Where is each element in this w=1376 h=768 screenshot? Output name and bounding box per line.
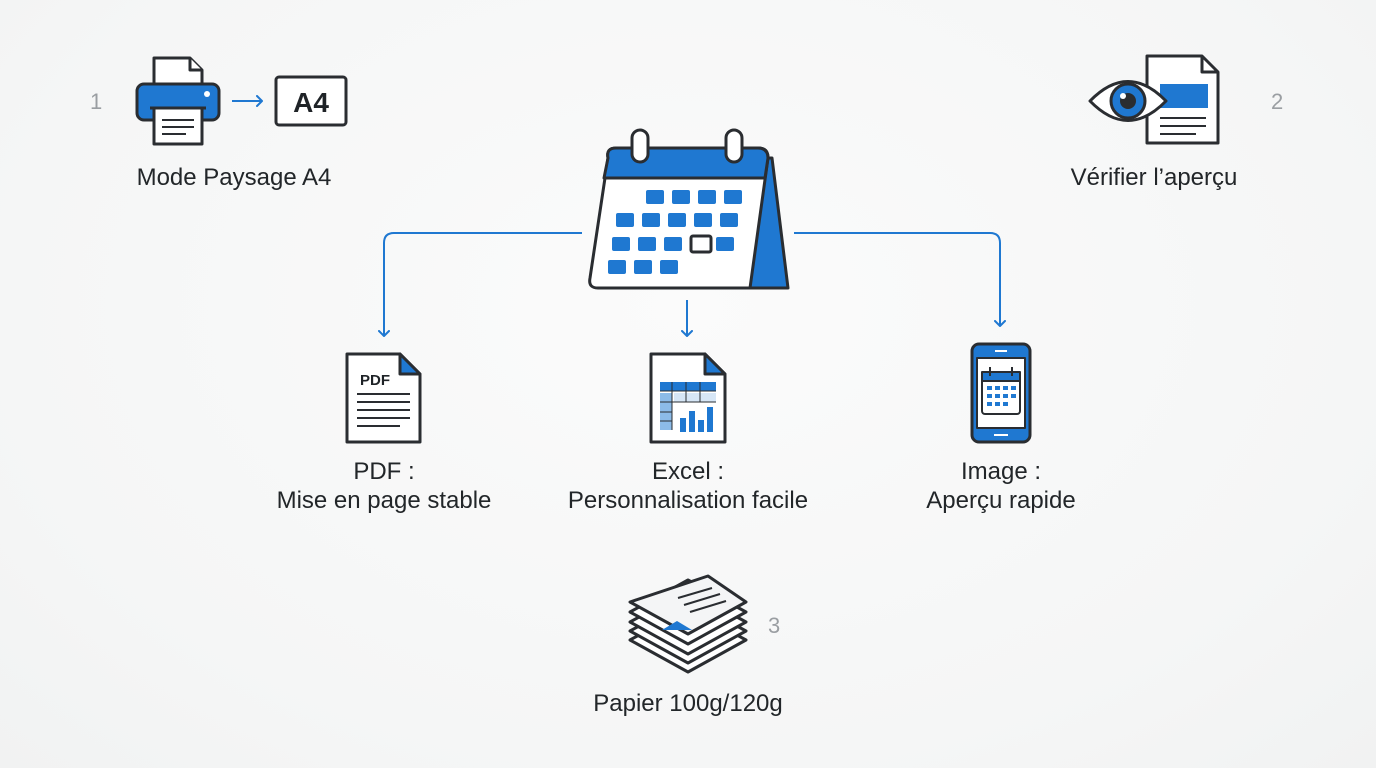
pdf-format-description: Mise en page stable [276, 487, 492, 514]
eye-icon [1088, 54, 1220, 145]
step-number-3: 3 [768, 613, 781, 638]
printer-icon [135, 56, 221, 146]
connector-arrows [232, 95, 1006, 337]
image-format-title: Image : [960, 458, 1042, 485]
excel-format-label: Excel : Personnalisation facile [538, 457, 838, 515]
excel-format-description: Personnalisation facile [567, 487, 809, 514]
step-number-2: 2 [1271, 89, 1284, 114]
calendar-icon [588, 128, 790, 290]
paper-size-badge-text: A4 [293, 87, 329, 118]
pdf-format-label: PDF : Mise en page stable [244, 457, 524, 515]
connector-to-pdf [378, 232, 582, 337]
pdf-file-icon [345, 352, 422, 444]
spreadsheet-file-icon [649, 352, 727, 444]
image-format-description: Aperçu rapide [926, 487, 1076, 514]
excel-format-title: Excel : [651, 458, 725, 485]
phone-calendar-icon [970, 342, 1032, 444]
step-number-1: 1 [90, 89, 103, 114]
paper-size-badge [274, 75, 348, 127]
connector-to-image [794, 232, 1006, 327]
paper-label: Papier 100g/120g [593, 690, 783, 717]
paper-stack-icon [628, 574, 748, 674]
calendar-day-grid [608, 190, 742, 274]
orientation-label: Mode Paysage A4 [136, 164, 332, 191]
pdf-format-title: PDF : [353, 458, 415, 485]
image-format-label: Image : Aperçu rapide [886, 457, 1116, 515]
pdf-file-badge-text: PDF [360, 372, 390, 389]
calendar-selected-day [689, 234, 713, 254]
preview-label: Vérifier l’aperçu [1070, 164, 1238, 191]
